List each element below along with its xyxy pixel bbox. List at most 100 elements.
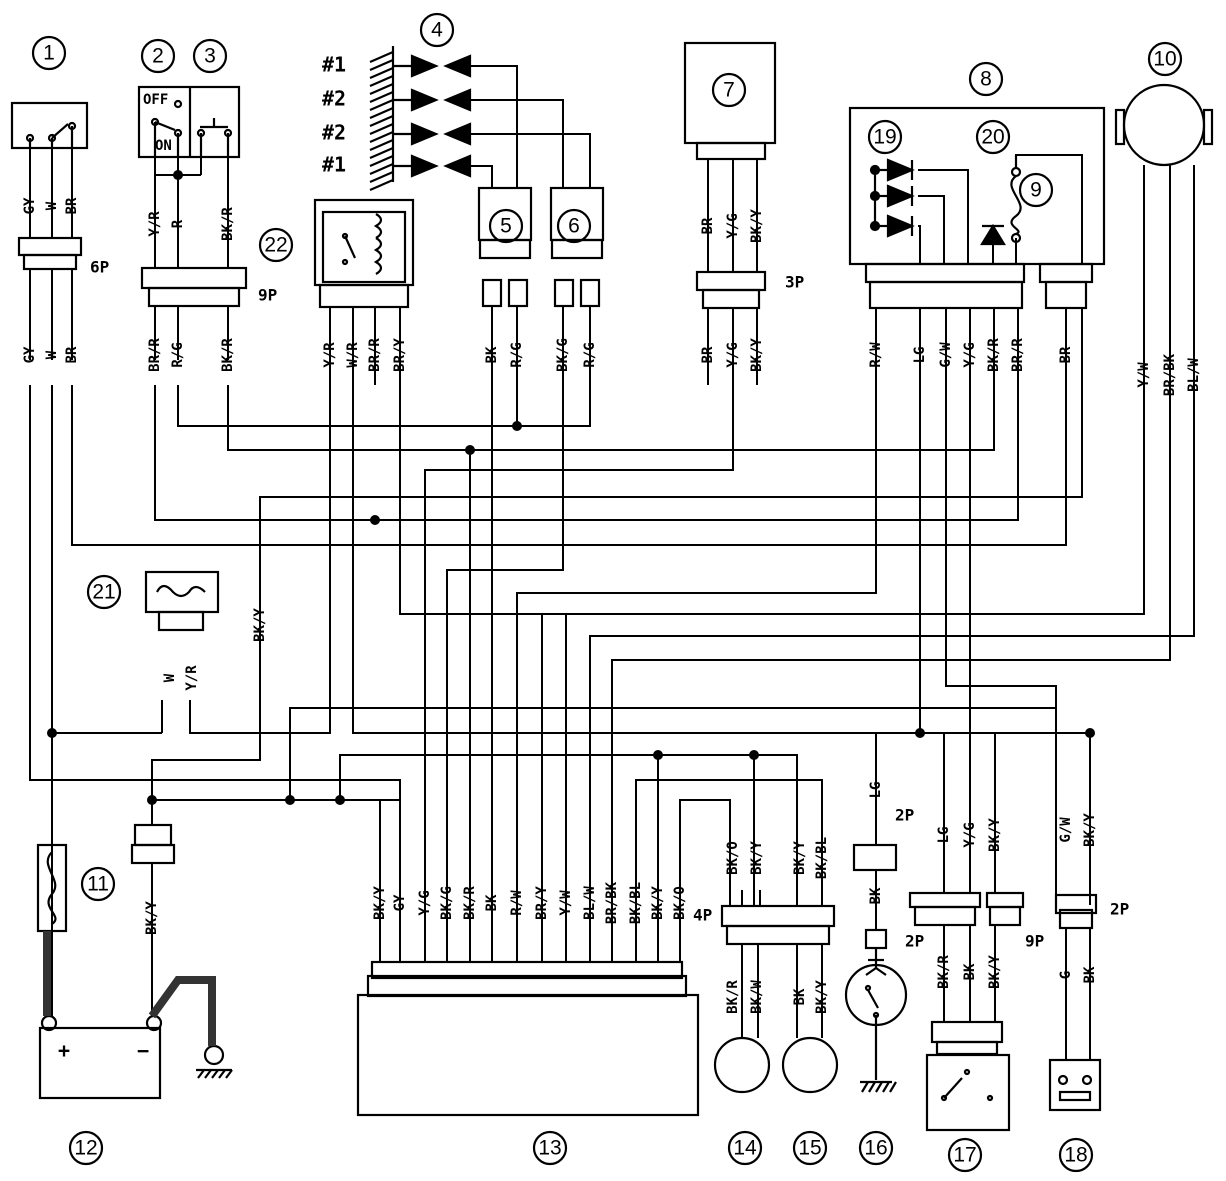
callout-circle-1 xyxy=(31,35,67,71)
callout-circle-16 xyxy=(858,1130,894,1166)
plug-cap xyxy=(481,278,503,308)
fuse-9 xyxy=(1010,175,1022,236)
c1-bot-label: W xyxy=(44,350,60,359)
c7-top-label: BK/Y xyxy=(749,209,765,243)
alt-tab-left xyxy=(1114,108,1126,146)
wire-brY-yw xyxy=(399,385,1145,615)
junction-dot xyxy=(512,421,522,431)
terminal xyxy=(940,1094,948,1102)
coil-5-cap xyxy=(478,238,532,260)
callout-circle-22 xyxy=(258,227,294,263)
callout-number: 12 xyxy=(74,1137,97,1160)
connector-9p-outer xyxy=(140,266,248,290)
c17-bot-label: BK/Y xyxy=(987,955,1003,989)
ground-hatch xyxy=(218,1069,226,1079)
connector-16 xyxy=(852,843,898,872)
junction-dot xyxy=(1085,728,1095,738)
connector-17-2p-label: 2P xyxy=(905,932,924,951)
wire-bky-4p xyxy=(339,754,798,905)
relay-contact xyxy=(343,235,357,259)
ecu-pin-label: Y/W xyxy=(558,890,574,916)
junction-dot xyxy=(653,750,663,760)
callout-number: 4 xyxy=(431,19,443,42)
jb-br-inner xyxy=(1044,280,1088,310)
junction xyxy=(869,164,881,176)
c2-top-label: Y/R xyxy=(147,211,163,237)
terminal xyxy=(1081,1074,1093,1086)
hatch xyxy=(369,98,394,112)
wire-bkg xyxy=(446,385,564,905)
c4p-top-label: BK/Y xyxy=(749,841,765,875)
sensor-element xyxy=(156,584,206,598)
c22-label: Y/R xyxy=(322,342,338,368)
callout-circle-10 xyxy=(1147,41,1183,77)
c7-bot-label: Y/G xyxy=(725,342,741,367)
c8-label: BR xyxy=(1058,346,1074,363)
connector-6p-inner xyxy=(22,253,78,271)
callout-number: 15 xyxy=(798,1137,821,1160)
callout-circle-14 xyxy=(727,1130,763,1166)
callout-circle-21 xyxy=(86,574,122,610)
sensor-base xyxy=(157,610,205,632)
diode-left xyxy=(443,88,472,112)
callout-circle-20 xyxy=(975,119,1011,155)
callout-circle-18 xyxy=(1058,1137,1094,1173)
ecu-pin-label: BR/Y xyxy=(534,886,550,920)
sensor-element xyxy=(1058,1090,1092,1102)
c1-top-label: W xyxy=(44,201,60,210)
regulator-cap xyxy=(695,141,767,161)
component-11-fuse xyxy=(36,843,68,933)
c2-bot-label: BR/R xyxy=(147,338,163,372)
connector-6p-outer xyxy=(17,236,83,257)
callout-circle-17 xyxy=(947,1137,983,1173)
ecu-pin-label: Y/G xyxy=(417,890,433,915)
relay-base xyxy=(318,283,410,309)
c2-top-label: R xyxy=(170,219,186,228)
switch-arm xyxy=(51,123,69,139)
connector-17-2p-b xyxy=(913,905,977,927)
wire-lg xyxy=(875,385,921,845)
c10-label: BR/BK xyxy=(1162,353,1178,396)
hatch xyxy=(369,114,394,128)
callout-number: 10 xyxy=(1153,48,1176,71)
ecu-pin-label: BK/G xyxy=(439,886,455,920)
connector-4p-outer xyxy=(720,904,836,928)
component-1-switch xyxy=(10,101,89,150)
ground-hatch xyxy=(211,1069,219,1079)
battery-negative-cable xyxy=(148,976,216,1046)
c22-label: W/R xyxy=(345,342,361,368)
c8-label: G/W xyxy=(938,342,954,368)
switch-arm xyxy=(154,120,176,132)
callout-number: 18 xyxy=(1064,1144,1087,1167)
connector-9p-inner xyxy=(147,286,241,308)
hatch xyxy=(369,50,394,64)
junction-dot xyxy=(749,750,759,760)
c21-side-label: BK/Y xyxy=(252,608,268,642)
alt-tab-right xyxy=(1202,108,1214,146)
c2-bot-label: R/G xyxy=(170,342,186,367)
c8-label: R/W xyxy=(868,342,884,368)
connector-16-2p-label: 2P xyxy=(895,806,914,825)
junction-dot xyxy=(370,515,380,525)
diode-right xyxy=(410,122,439,146)
wire-bky-ecu xyxy=(152,799,400,905)
diode-19 xyxy=(886,184,915,208)
c10-label: Y/W xyxy=(1136,362,1152,388)
c18-top-label: G/W xyxy=(1058,817,1074,843)
c8-label: BR/R xyxy=(1010,338,1026,372)
lead xyxy=(865,967,877,976)
callout-number: 7 xyxy=(723,79,735,102)
fuse-terminal xyxy=(1010,166,1022,178)
switch-arm xyxy=(867,989,879,1009)
callout-circle-15 xyxy=(792,1130,828,1166)
c4p-bot-label: BK/Y xyxy=(814,980,830,1014)
wire-blw xyxy=(589,385,1195,905)
callout-number: 17 xyxy=(953,1144,976,1167)
connector-16-pin xyxy=(864,928,888,950)
ground-hatch xyxy=(204,1069,212,1079)
hatch xyxy=(369,146,394,160)
wire-bkbl-4p xyxy=(636,779,823,905)
coil-6-feed xyxy=(470,99,564,188)
callout-circle-6 xyxy=(556,208,592,244)
connector-3p-inner xyxy=(701,288,761,310)
